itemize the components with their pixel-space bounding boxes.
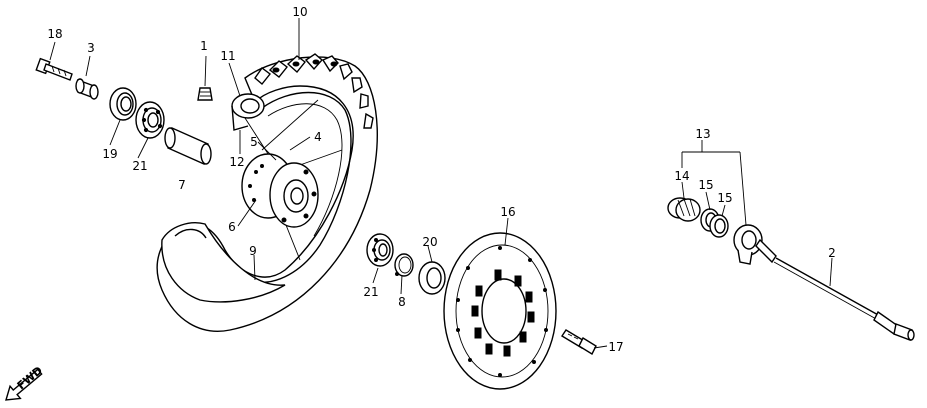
callout-16: 16 — [500, 205, 515, 219]
callout-21-right: 21 — [363, 285, 378, 299]
rim-band — [231, 93, 265, 131]
disc-slots — [471, 269, 535, 357]
oil-seal — [418, 261, 446, 295]
callout-15-b: 15 — [717, 191, 732, 205]
callout-1: 1 — [200, 39, 208, 53]
speedometer-cable — [773, 257, 915, 341]
speedometer-washer-b — [709, 214, 729, 238]
axle-bolt — [35, 57, 73, 81]
callout-3: 3 — [87, 41, 95, 55]
leader-lines — [49, 18, 833, 349]
callout-7: 7 — [178, 178, 186, 192]
callout-10: 10 — [292, 5, 307, 19]
callout-labels: 18 3 1 11 10 4 5 12 7 6 9 19 21 21 8 20 … — [47, 5, 835, 354]
callout-5: 5 — [250, 135, 258, 149]
disc-bolt — [561, 329, 597, 355]
callout-15-a: 15 — [698, 178, 713, 192]
dust-seal — [109, 87, 137, 121]
collar — [75, 78, 99, 100]
wheel-hub — [241, 153, 319, 228]
bearing-left — [135, 101, 165, 139]
callout-14: 14 — [674, 169, 689, 183]
callout-4: 4 — [314, 130, 322, 144]
callout-17: 17 — [608, 340, 623, 354]
callout-13: 13 — [695, 127, 710, 141]
speedometer-gearbox — [733, 224, 777, 265]
fwd-label: FWD — [15, 364, 45, 392]
brake-disc — [443, 232, 557, 390]
callout-2: 2 — [828, 246, 836, 260]
callout-21-left: 21 — [132, 159, 147, 173]
callout-19: 19 — [102, 147, 117, 161]
circlip — [394, 253, 414, 277]
callout-12: 12 — [229, 155, 244, 169]
callout-18: 18 — [47, 27, 62, 41]
callout-6: 6 — [228, 220, 236, 234]
distance-collar — [164, 127, 212, 165]
fwd-arrow-icon — [5, 368, 43, 401]
callout-8: 8 — [398, 295, 406, 309]
callout-9: 9 — [249, 244, 257, 258]
tyre-tread — [254, 53, 374, 129]
inner-tube — [161, 222, 286, 303]
valve-cap — [197, 87, 213, 101]
callout-20: 20 — [422, 235, 437, 249]
speedometer-gear — [667, 197, 701, 222]
callout-11: 11 — [220, 49, 235, 63]
fwd-indicator: FWD — [5, 364, 45, 401]
bearing-right — [366, 233, 394, 267]
